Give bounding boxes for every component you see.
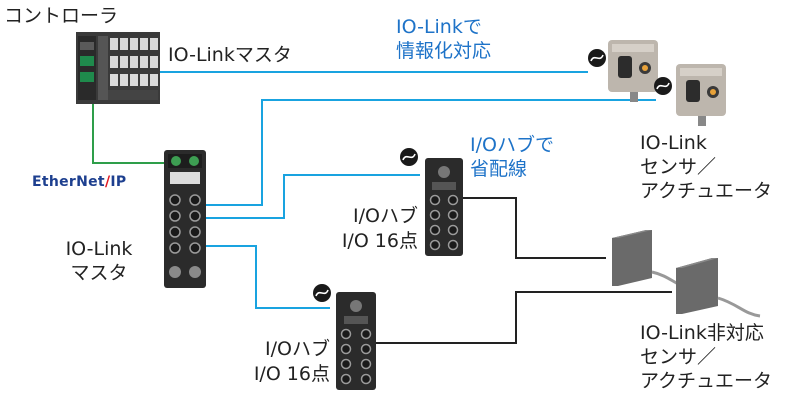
iolink-info-label-line2: 情報化対応 xyxy=(396,40,492,62)
iolink-master-label-line1: IO-Link xyxy=(65,238,133,260)
iolink-cable-master-sensor2 xyxy=(205,99,656,206)
iohub-wiring-label-line2: 省配線 xyxy=(470,158,528,180)
controller-device xyxy=(76,32,160,104)
non-iolink-sensor-label-line1: IO-Link非対応 xyxy=(640,322,764,344)
controller-label: コントローラ xyxy=(4,5,119,27)
cable-hub-lower-sensor xyxy=(376,291,672,344)
iolink-indicator-icon xyxy=(588,49,606,67)
iohub-wiring-label-line1: I/Oハブで xyxy=(470,134,554,156)
iohub-lower-label-line1: I/Oハブ xyxy=(265,338,330,360)
non-iolink-sensor-2 xyxy=(676,258,761,318)
iolink-sensor-label-line1: IO-Link xyxy=(640,132,707,154)
iolink-indicator-icon xyxy=(654,77,672,95)
non-iolink-sensor-label-line2: センサ／ xyxy=(640,346,717,368)
ethernet-cable xyxy=(92,100,180,164)
iolink-master-top-label: IO-Linkマスタ xyxy=(168,44,292,66)
iolink-sensor-label-line2: センサ／ xyxy=(640,156,717,178)
iolink-info-label-line1: IO-Linkで xyxy=(396,16,482,38)
iolink-master-label-line2: マスタ xyxy=(70,262,128,284)
iolink-indicator-icon xyxy=(400,148,418,166)
cable-hub-upper-sensor xyxy=(462,197,606,259)
iolink-cable-master-hub-upper xyxy=(205,174,420,219)
standard-cables xyxy=(376,197,672,344)
iohub-upper-device xyxy=(425,158,463,256)
iohub-lower-device xyxy=(336,292,376,390)
iolink-cables xyxy=(155,71,656,309)
iohub-upper-label-line1: I/Oハブ xyxy=(353,205,418,227)
ethernet-ip-logo: EtherNet/IP xyxy=(32,174,127,190)
iolink-sensor-1 xyxy=(608,40,658,102)
controller-terminals xyxy=(110,38,158,86)
iohub-lower-label-line2: I/O 16点 xyxy=(253,363,330,385)
iolink-master-device xyxy=(164,150,206,288)
iolink-indicator-icon xyxy=(313,284,331,302)
non-iolink-sensor-label-line3: アクチュエータ xyxy=(640,370,773,392)
iolink-sensor-label-line3: アクチュエータ xyxy=(640,180,773,202)
iolink-sensor-2 xyxy=(676,64,726,126)
iolink-cable-master-hub-lower xyxy=(205,245,330,309)
iohub-upper-label-line2: I/O 16点 xyxy=(341,230,418,252)
